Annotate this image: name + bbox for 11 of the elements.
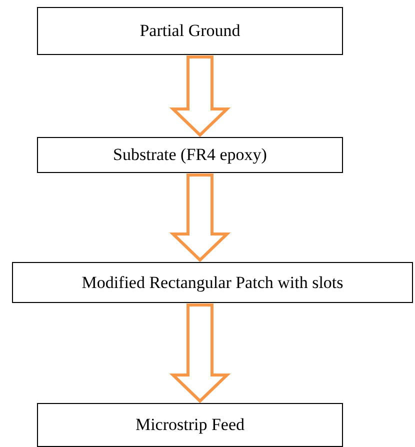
box-label: Substrate (FR4 epoxy) xyxy=(113,145,267,165)
box-label: Modified Rectangular Patch with slots xyxy=(82,272,344,292)
process-box xyxy=(37,403,343,447)
box-label: Partial Ground xyxy=(140,21,240,41)
process-box xyxy=(37,7,343,55)
block-arrow xyxy=(169,304,231,404)
block-arrow xyxy=(169,56,231,138)
process-box xyxy=(12,262,413,303)
block-arrow xyxy=(169,174,231,262)
box-label: Microstrip Feed xyxy=(135,415,245,435)
process-box xyxy=(37,137,343,173)
